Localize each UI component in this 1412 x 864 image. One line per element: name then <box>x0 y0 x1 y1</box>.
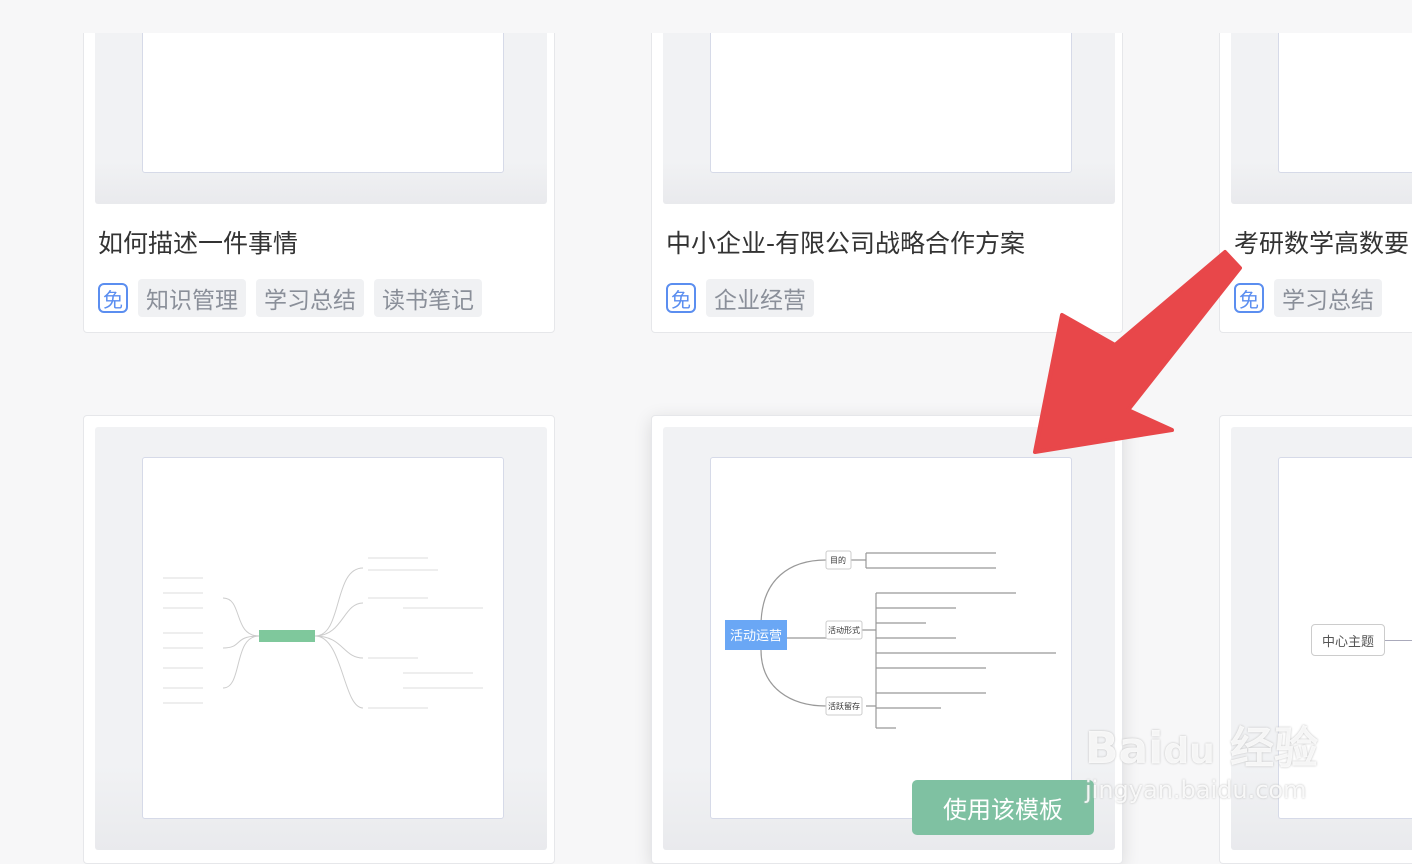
tag[interactable]: 学习总结 <box>256 279 364 317</box>
preview-page <box>142 457 504 819</box>
tag[interactable]: 知识管理 <box>138 279 246 317</box>
template-card[interactable]: 中小企业-有限公司战略合作方案 免 企业经营 <box>651 0 1123 333</box>
template-card[interactable] <box>83 415 555 864</box>
tag-list: 免 知识管理 学习总结 读书笔记 <box>98 279 482 317</box>
mindmap-root: 中心主题 <box>1311 624 1385 656</box>
mindmap-thumbnail <box>163 557 483 709</box>
watermark-url: jingyan.baidu.com <box>1085 776 1307 804</box>
free-badge: 免 <box>98 283 128 313</box>
mindmap-branch: 目的 <box>830 555 846 565</box>
tag[interactable]: 企业经营 <box>706 279 814 317</box>
preview-page: 中心主题 <box>1278 457 1412 819</box>
tag[interactable]: 读书笔记 <box>374 279 482 317</box>
tag-list: 免 学习总结 <box>1234 279 1382 317</box>
mindmap-branch: 活动形式 <box>828 625 860 635</box>
mindmap-root: 活动运营 <box>730 629 782 644</box>
top-bar <box>0 0 1412 33</box>
free-badge: 免 <box>1234 283 1264 313</box>
card-title[interactable]: 中小企业-有限公司战略合作方案 <box>666 229 1026 258</box>
preview-page: 活动运营 目的 活动形式 活跃留存 <box>710 457 1072 819</box>
baidu-watermark: Baidu 经验 jingyan.baidu.com <box>1085 712 1385 804</box>
template-card[interactable]: 考研数学高数要 免 学习总结 <box>1219 0 1412 333</box>
mindmap-branch: 活跃留存 <box>828 701 860 711</box>
connector <box>1385 640 1412 641</box>
template-preview: 中心主题 <box>1231 427 1412 850</box>
use-template-button[interactable]: 使用该模板 <box>912 780 1094 835</box>
tag-list: 免 企业经营 <box>666 279 814 317</box>
tag[interactable]: 学习总结 <box>1274 279 1382 317</box>
template-preview: 活动运营 目的 活动形式 活跃留存 <box>663 427 1115 850</box>
card-title[interactable]: 考研数学高数要 <box>1234 229 1410 258</box>
mindmap-thumbnail: 活动运营 目的 活动形式 活跃留存 <box>725 550 1056 729</box>
template-card-hovered[interactable]: 活动运营 目的 活动形式 活跃留存 <box>651 415 1123 864</box>
card-title[interactable]: 如何描述一件事情 <box>98 229 299 258</box>
free-badge: 免 <box>666 283 696 313</box>
template-preview <box>95 427 547 850</box>
